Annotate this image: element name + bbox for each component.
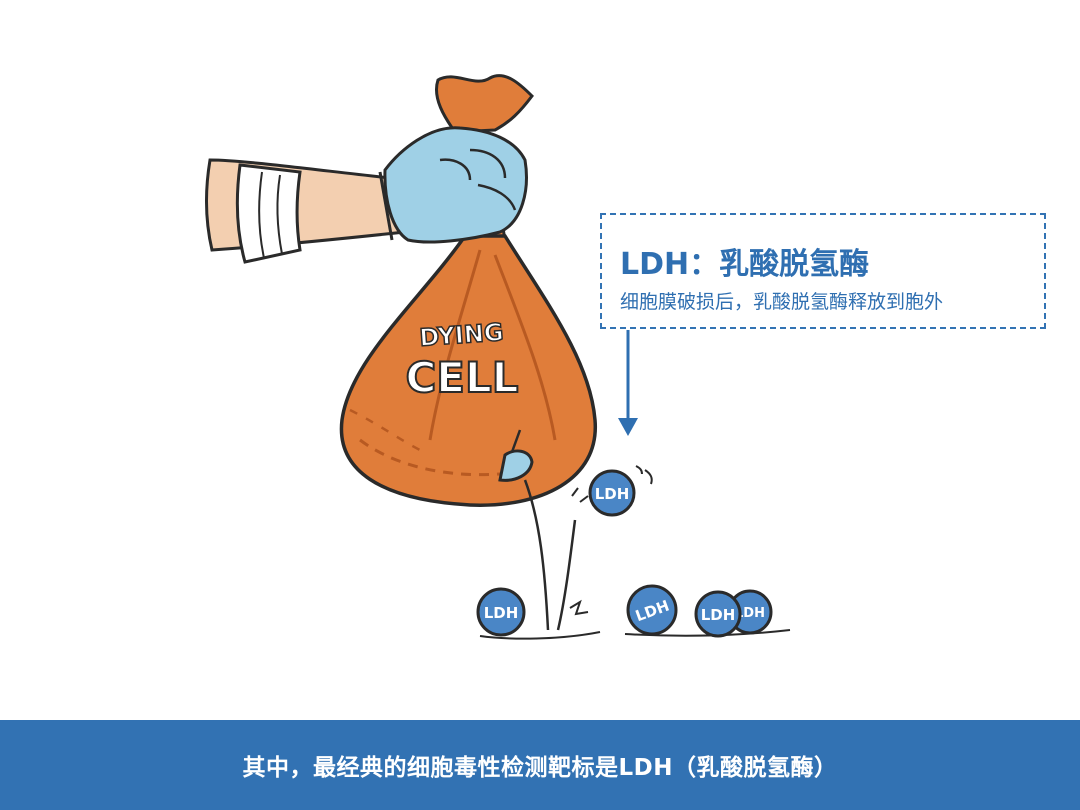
svg-text:LDH: LDH xyxy=(484,604,519,622)
ground xyxy=(479,629,791,640)
bag-label-dying: DYING xyxy=(418,318,504,352)
footer-text: 其中，最经典的细胞毒性检测靶标是LDH（乳酸脱氢酶） xyxy=(242,755,838,781)
bag-label-cell: CELL xyxy=(405,353,518,402)
callout-subtitle: 细胞膜破损后，乳酸脱氢酶释放到胞外 xyxy=(620,291,944,313)
svg-text:LDH: LDH xyxy=(735,606,765,621)
callout-title: LDH：乳酸脱氢酶 xyxy=(620,247,870,282)
drip-lines xyxy=(523,465,653,631)
svg-text:LDH: LDH xyxy=(701,606,736,624)
ldh-ball-1: LDH xyxy=(476,587,526,637)
ldh-callout: LDH：乳酸脱氢酶 细胞膜破损后，乳酸脱氢酶释放到胞外 xyxy=(600,213,1046,329)
bag-icon: DYING CELL xyxy=(339,74,597,507)
footer-banner: 其中，最经典的细胞毒性检测靶标是LDH（乳酸脱氢酶） xyxy=(0,720,1080,810)
svg-text:LDH: LDH xyxy=(595,485,630,503)
arrow-down-icon xyxy=(618,330,638,436)
sleeve-cuff xyxy=(235,163,302,264)
dying-cell-illustration: DYING CELL LDH xyxy=(205,74,791,640)
arm xyxy=(205,158,407,264)
ldh-ball-icon: LDH LDH LDH LDH LDH xyxy=(476,469,773,638)
glove-icon xyxy=(378,126,528,244)
ldh-ball-2: LDH xyxy=(626,584,678,636)
ldh-ball-flying: LDH xyxy=(588,469,636,517)
ldh-ball-4: LDH xyxy=(694,590,742,638)
